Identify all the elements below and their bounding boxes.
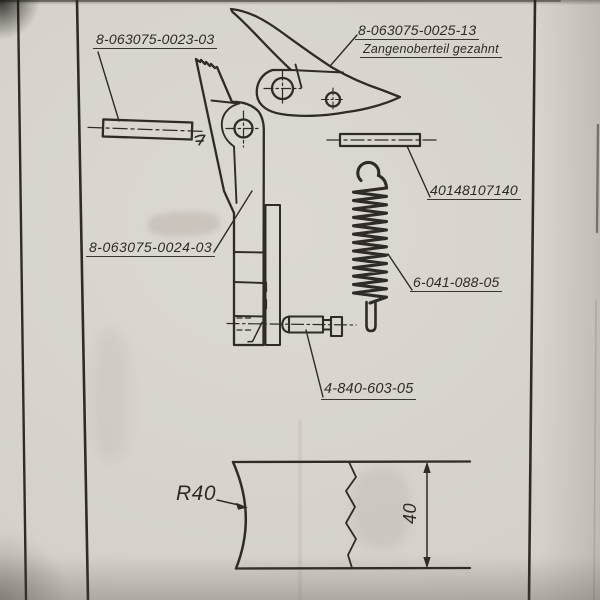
pin-axis-centerline [226,322,357,326]
hole-centerlines [225,110,262,148]
hole-centerlines [320,87,346,112]
spring-top-hook [356,160,381,183]
spring-drawing [351,160,389,333]
part-label-spring: 6-041-088-05 [410,274,503,293]
section-mark [247,321,263,343]
part-label-upper-jaw-number: 8-063075-0025-13 [355,22,480,41]
radius-detail-drawing [216,460,472,570]
part-label-lower-jaw: 8-063075-0024-03 [86,239,216,258]
hole-centerlines [263,70,302,107]
pin-0023-drawing [87,118,207,146]
part-label-rivet: 4-840-603-05 [321,381,417,400]
part-label-small-pin: 40148107140 [427,182,521,201]
dimension-arrow-up [423,461,431,473]
part-label-upper-jaw-name: Zangenoberteil gezahnt [360,42,502,59]
height-dimension-label: 40 [400,502,421,525]
surface-finish-mark [194,134,206,146]
pin-40148107140-drawing [326,132,438,148]
r40-concave-edge [231,460,248,570]
lower-jaw-drawing [194,57,281,347]
spring-bottom-hook [365,300,377,333]
dimension-arrow-down [423,557,431,569]
part-label-pin-0023: 8-063075-0023-03 [93,31,218,50]
break-line [345,461,357,569]
radius-dimension-label: R40 [176,482,217,505]
rivet-pin-drawing [226,315,357,338]
spring-coils [351,186,389,305]
